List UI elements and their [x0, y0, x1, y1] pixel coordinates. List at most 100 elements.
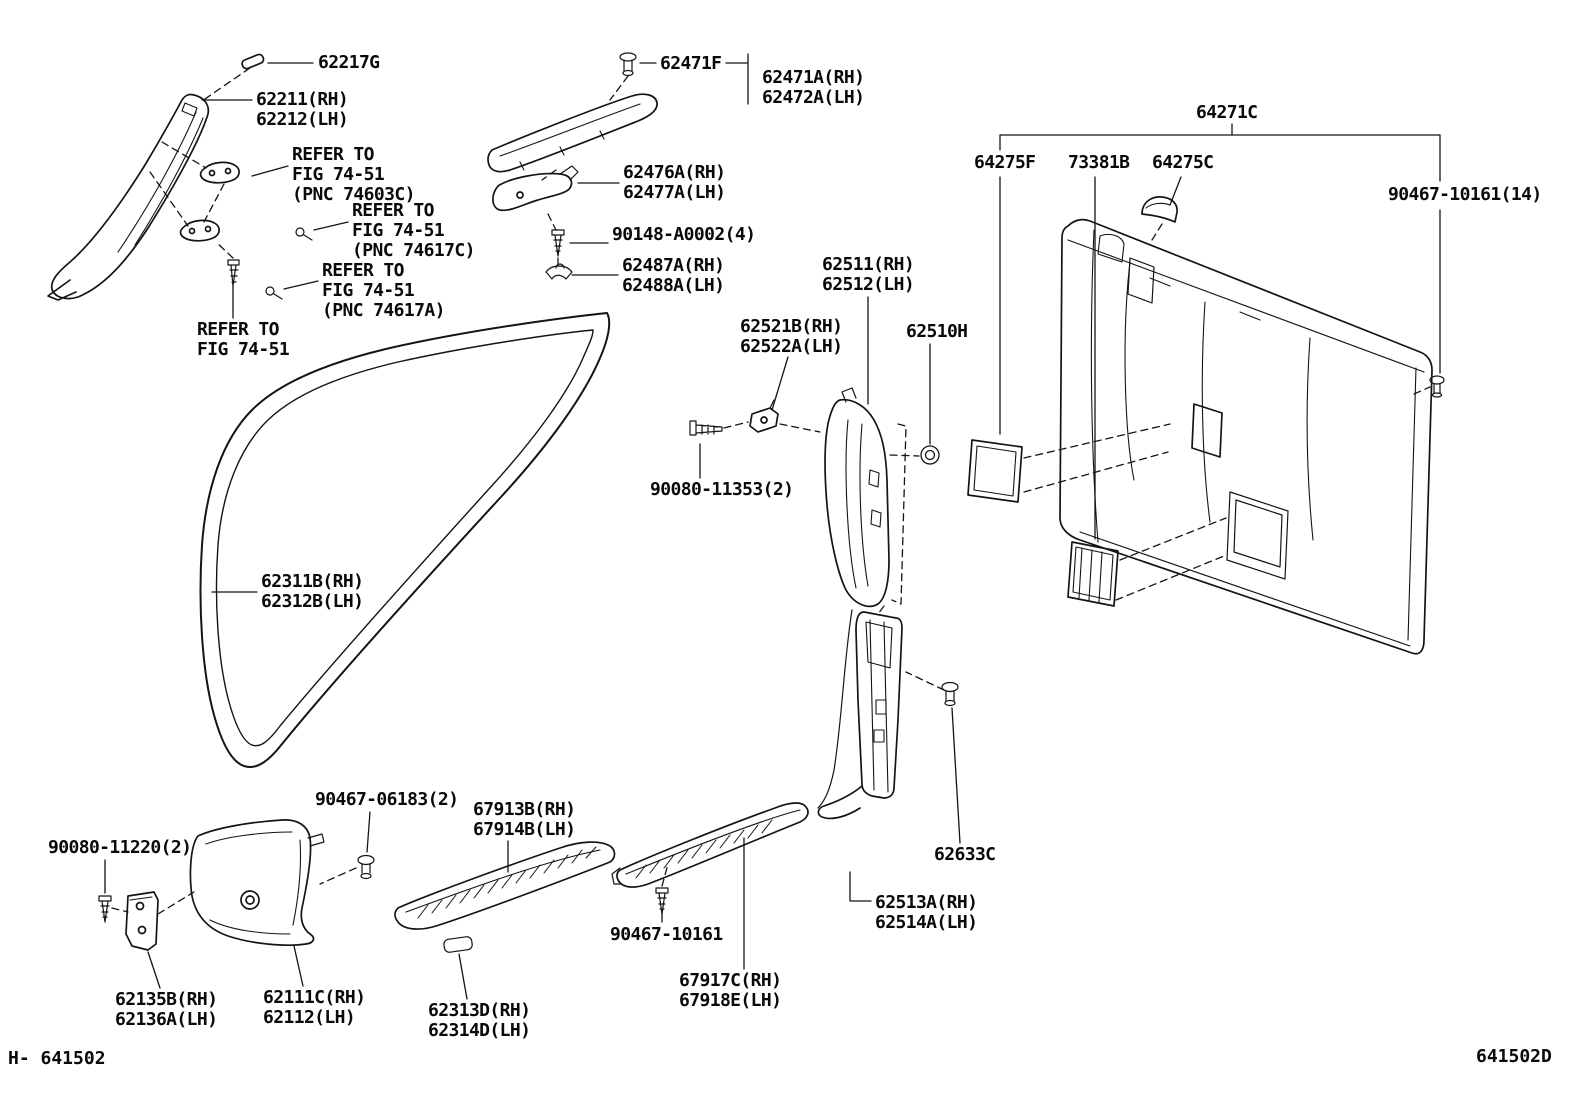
screw-90080-11220: [98, 895, 112, 923]
part-label-text: 62471A(RH): [762, 67, 865, 88]
part-label-62513a-62514a: 62513A(RH)62514A(LH): [875, 892, 978, 933]
vent-73381b: [1067, 541, 1119, 607]
part-label-62633c: 62633C: [934, 844, 996, 865]
part-label-text: 62511(RH): [822, 254, 915, 275]
part-label-text: 62471F: [660, 53, 722, 74]
part-label-text: 64275C: [1152, 152, 1214, 173]
part-label-62476a-62477a: 62476A(RH)62477A(LH): [623, 162, 726, 203]
cover-64275f: [967, 439, 1023, 503]
part-label-90080-11220: 90080-11220(2): [48, 837, 192, 858]
part-label-62313d-62314d: 62313D(RH)62314D(LH): [428, 1001, 531, 1041]
part-label-90467-10161-14: 90467-10161(14): [1388, 185, 1542, 205]
part-label-62471a-62472a: 62471A(RH)62472A(LH): [762, 67, 865, 108]
part-label-text: 62136A(LH): [115, 1009, 218, 1030]
part-label-text: 90467-10161(14): [1388, 184, 1542, 205]
part-label-text: 62112(LH): [263, 1007, 356, 1028]
part-label-text: 62217G: [318, 52, 380, 73]
part-label-text: REFER TO: [352, 200, 435, 221]
part-label-text: 73381B: [1068, 152, 1130, 173]
part-label-text: 90467-06183(2): [315, 789, 459, 810]
part-label-73381b: 73381B: [1068, 152, 1130, 173]
a-pillar-garnish-drawing: [47, 93, 210, 301]
part-label-text: 62135B(RH): [115, 989, 218, 1010]
part-label-90080-11353: 90080-11353(2): [650, 480, 794, 500]
screw-90080-11353: [689, 420, 723, 436]
part-label-text: 67914B(LH): [473, 819, 576, 840]
cowl-side-trim-drawing: [189, 819, 325, 946]
part-label-text: REFER TO: [292, 144, 375, 165]
clip-62471f: [619, 52, 637, 77]
part-label-text: 62487A(RH): [622, 255, 725, 276]
clip-90467-06183: [357, 854, 375, 880]
part-label-text: 62476A(RH): [623, 162, 726, 183]
part-label-text: (PNC 74617A): [322, 300, 445, 321]
clip-62633c: [941, 681, 959, 707]
back-panel-trim-drawing: [1059, 218, 1433, 655]
part-label-text: FIG 74-51: [322, 280, 415, 301]
part-label-text: 64275F: [974, 152, 1036, 173]
part-label-text: 62312B(LH): [261, 591, 364, 612]
part-label-64275c: 64275C: [1152, 152, 1214, 173]
part-label-text: 62522A(LH): [740, 336, 843, 357]
part-label-text: 62211(RH): [256, 89, 349, 110]
roof-clip-62217g: [241, 53, 265, 70]
part-label-62471f: 62471F: [660, 53, 722, 74]
pin-74617a: [265, 286, 283, 300]
part-label-text: 62514A(LH): [875, 912, 978, 933]
figure-code-right: 641502D: [1476, 1046, 1552, 1067]
part-label-text: 62477A(LH): [623, 182, 726, 203]
part-label-text: 62513A(RH): [875, 892, 978, 913]
part-label-text: 90467-10161: [610, 924, 723, 945]
pillar-bracket-62521b: [749, 399, 779, 433]
part-label-text: 62111C(RH): [263, 987, 366, 1008]
leader-lines: [104, 53, 1441, 1000]
part-label-text: FIG 74-51: [352, 220, 445, 241]
part-label-90467-10161: 90467-10161: [610, 925, 723, 945]
part-label-text: 67913B(RH): [473, 799, 576, 820]
part-label-text: FIG 74-51: [292, 164, 385, 185]
part-label-text: REFER TO: [322, 260, 405, 281]
part-label-text: (PNC 74617C): [352, 240, 475, 261]
part-label-text: REFER TO: [197, 319, 280, 340]
garnish-bracket-62476a: [492, 165, 579, 212]
part-label-text: FIG 74-51: [197, 339, 290, 360]
part-label-text: 62311B(RH): [261, 571, 364, 592]
part-label-text: 62314D(LH): [428, 1020, 531, 1041]
part-label-text: 90148-A0002(4): [612, 224, 756, 245]
part-label-90467-06183: 90467-06183(2): [315, 789, 459, 810]
part-label-text: 67917C(RH): [679, 970, 782, 991]
center-pillar-lower-drawing: [817, 609, 903, 820]
part-label-62211-62212: 62211(RH)62212(LH): [256, 89, 349, 130]
part-label-62311b-62312b: 62311B(RH)62312B(LH): [261, 571, 364, 612]
part-label-62487a-62488a: 62487A(RH)62488A(LH): [622, 255, 725, 296]
part-label-text: 62488A(LH): [622, 275, 725, 296]
assist-grip-brackets: [179, 161, 240, 242]
part-label-text: 64271C: [1196, 102, 1258, 123]
part-label-62511-62512: 62511(RH)62512(LH): [822, 254, 915, 295]
part-label-text: 62472A(LH): [762, 87, 865, 108]
front-scuff-plate-drawing: [394, 841, 616, 930]
part-label-text: 62633C: [934, 844, 996, 865]
pin-74617c: [295, 227, 313, 241]
part-label-64275f: 64275F: [974, 152, 1036, 173]
figure-code-left: H- 641502: [8, 1048, 106, 1069]
part-label-text: 90080-11220(2): [48, 837, 192, 858]
part-label-90148-a0002: 90148-A0002(4): [612, 224, 756, 245]
grommet-62510h: [920, 445, 940, 465]
dashed-lines: [111, 67, 1431, 915]
cap-64275c: [1141, 196, 1178, 223]
part-label-64271c: 64271C: [1196, 102, 1258, 123]
part-label-text: 62212(LH): [256, 109, 349, 130]
clip-62313d: [443, 936, 473, 953]
rear-scuff-plate-drawing: [611, 802, 809, 888]
screw-fig7451: [227, 259, 240, 287]
center-pillar-upper-drawing: [824, 387, 890, 608]
part-label-text: 62521B(RH): [740, 316, 843, 337]
